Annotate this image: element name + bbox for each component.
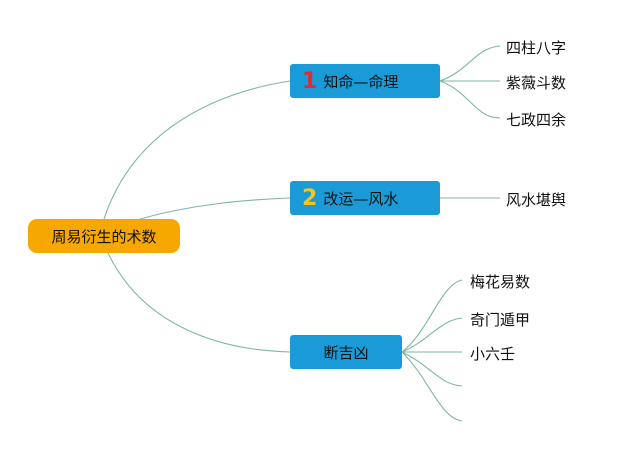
connector-b3-leaf1 <box>401 279 463 353</box>
branch-number-1: 1 <box>302 68 318 94</box>
root-label: 周易衍生的术数 <box>51 227 157 246</box>
connector-b1-leaf3 <box>439 80 501 119</box>
branch-node-1[interactable]: 1 知命—命理 <box>290 64 440 98</box>
connector-b1-leaf1 <box>439 45 501 82</box>
branch-node-3[interactable]: 断吉凶 <box>290 335 402 369</box>
leaf-node[interactable]: 小六壬 <box>470 345 516 363</box>
connector-root-branch3 <box>107 252 291 353</box>
branch-number-2: 2 <box>302 185 318 211</box>
branch-node-2[interactable]: 2 改运—风水 <box>290 181 440 215</box>
connector-root-branch1 <box>103 80 291 220</box>
leaf-node[interactable]: 风水堪舆 <box>506 191 567 209</box>
connector-root-branch2 <box>139 197 291 220</box>
branch-label-2: 改运—风水 <box>323 189 399 208</box>
branch-label-1: 知命—命理 <box>323 72 399 91</box>
connector-b3-leaf4 <box>401 351 463 387</box>
leaf-node[interactable]: 七政四余 <box>506 111 567 129</box>
leaf-node[interactable]: 四柱八字 <box>506 39 567 57</box>
branch-label-3: 断吉凶 <box>323 343 369 362</box>
connector-b3-leaf2 <box>401 317 463 353</box>
leaf-node[interactable]: 紫薇斗数 <box>506 74 567 92</box>
connector-b3-leaf5 <box>401 351 463 422</box>
root-node[interactable]: 周易衍生的术数 <box>28 219 180 253</box>
leaf-node[interactable]: 梅花易数 <box>470 273 531 291</box>
leaf-node[interactable]: 奇门遁甲 <box>470 311 531 329</box>
